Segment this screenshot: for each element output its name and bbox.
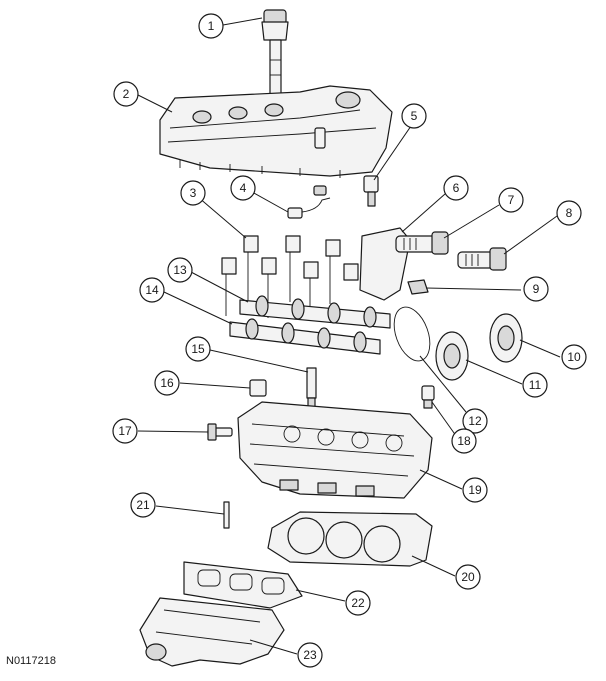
callout-19: 19: [462, 477, 488, 503]
callout-17: 17: [112, 418, 138, 444]
svg-text:14: 14: [145, 283, 159, 297]
spark-plug: [306, 367, 317, 409]
leader-lines: [137, 17, 561, 655]
callout-16: 16: [154, 370, 180, 396]
callout-6: 6: [443, 175, 469, 201]
callout-20: 20: [455, 564, 481, 590]
svg-text:9: 9: [533, 282, 540, 296]
svg-text:19: 19: [468, 483, 482, 497]
camshafts: [229, 295, 391, 355]
vct-sprockets: [435, 313, 523, 381]
callout-15: 15: [185, 336, 211, 362]
cylinder-head: [237, 401, 433, 499]
callout-3: 3: [180, 180, 206, 206]
svg-text:17: 17: [118, 424, 132, 438]
svg-text:5: 5: [411, 109, 418, 123]
callout-1: 1: [198, 13, 224, 39]
valve-lifter: [249, 379, 267, 397]
callout-13: 13: [167, 257, 193, 283]
document-id: N0117218: [6, 655, 56, 667]
sensor-harness: [287, 185, 331, 219]
exhaust-gasket: [183, 561, 303, 609]
callout-18: 18: [451, 428, 477, 454]
valve-cover: [159, 85, 393, 178]
svg-text:22: 22: [351, 596, 365, 610]
callout-4: 4: [230, 175, 256, 201]
svg-text:20: 20: [461, 570, 475, 584]
callout-11: 11: [522, 372, 548, 398]
cam-sensor: [363, 175, 379, 207]
svg-text:23: 23: [303, 648, 317, 662]
temperature-sensor: [421, 385, 435, 409]
head-gasket: [267, 511, 433, 567]
svg-text:16: 16: [160, 376, 174, 390]
callout-5: 5: [401, 103, 427, 129]
svg-text:12: 12: [468, 414, 482, 428]
svg-text:10: 10: [567, 350, 581, 364]
callout-10: 10: [561, 344, 587, 370]
svg-text:4: 4: [240, 181, 247, 195]
callout-12: 12: [462, 408, 488, 434]
seal-ring: [393, 306, 431, 362]
callout-7: 7: [498, 187, 524, 213]
callout-14: 14: [139, 277, 165, 303]
svg-text:21: 21: [136, 498, 150, 512]
callout-9: 9: [523, 276, 549, 302]
svg-text:11: 11: [529, 378, 542, 392]
svg-text:8: 8: [566, 206, 573, 220]
vct-solenoids: [359, 227, 507, 301]
camshaft-caps: [221, 235, 359, 320]
svg-text:13: 13: [173, 263, 187, 277]
callout-23: 23: [297, 642, 323, 668]
svg-text:7: 7: [508, 193, 515, 207]
bolt: [207, 423, 233, 441]
svg-text:6: 6: [453, 181, 460, 195]
stud: [223, 501, 230, 529]
ignition-coil: [261, 9, 289, 116]
callout-21: 21: [130, 492, 156, 518]
callout-8: 8: [556, 200, 582, 226]
svg-text:15: 15: [191, 342, 205, 356]
exhaust-manifold: [139, 597, 285, 667]
svg-text:3: 3: [190, 186, 197, 200]
callout-2: 2: [113, 81, 139, 107]
svg-text:1: 1: [208, 19, 215, 33]
callout-22: 22: [345, 590, 371, 616]
svg-text:2: 2: [123, 87, 130, 101]
svg-text:18: 18: [457, 434, 471, 448]
